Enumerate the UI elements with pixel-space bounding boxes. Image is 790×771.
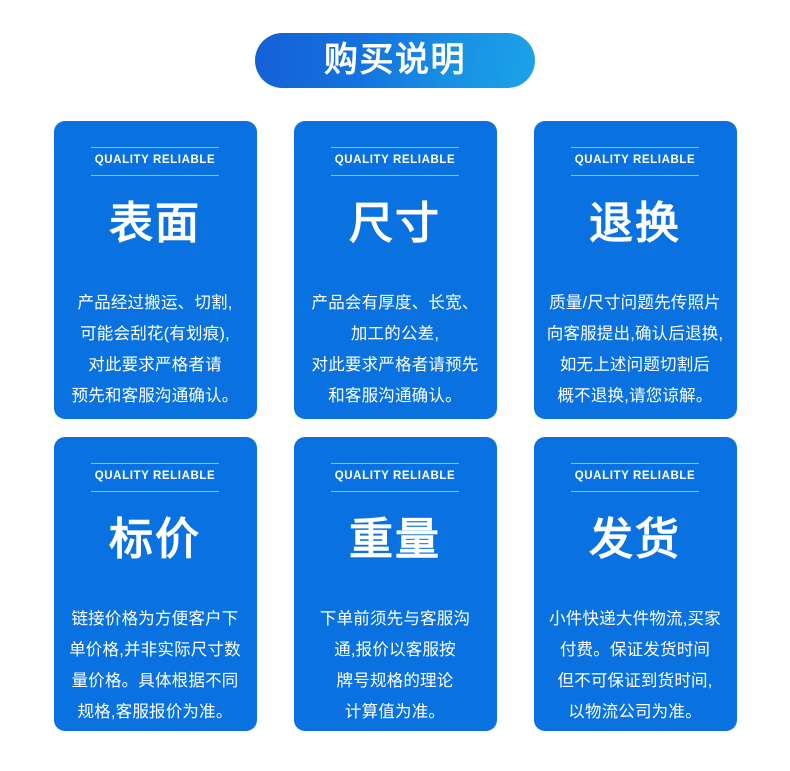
rule-line-bottom [331,174,459,176]
quality-label: QUALITY RELIABLE [334,470,456,482]
quality-label: QUALITY RELIABLE [574,154,696,166]
page-title: 购买说明 [324,40,466,79]
rule-line-top [331,463,459,464]
rule-line-top [571,463,699,464]
info-card-price: QUALITY RELIABLE 标价 链接价格为方便客户下 单价格,并非实际尺… [53,437,257,731]
card-title: 尺寸 [349,198,441,248]
info-card-surface: QUALITY RELIABLE 表面 产品经过搬运、切割, 可能会刮花(有划痕… [53,121,257,419]
quality-label: QUALITY RELIABLE [334,154,456,166]
quality-badge: QUALITY RELIABLE [91,463,219,492]
quality-label: QUALITY RELIABLE [94,470,216,482]
card-title: 重量 [349,514,441,564]
info-card-return: QUALITY RELIABLE 退换 质量/尺寸问题先传照片 向客服提出,确认… [533,121,737,419]
rule-line-top [331,147,459,148]
quality-label: QUALITY RELIABLE [94,154,216,166]
page-header: 购买说明 [0,0,790,121]
card-body-text: 产品经过搬运、切割, 可能会刮花(有划痕), 对此要求严格者请 预先和客服沟通确… [71,293,239,405]
quality-badge: QUALITY RELIABLE [331,463,459,492]
info-card-weight: QUALITY RELIABLE 重量 下单前须先与客服沟 通,报价以客服按 牌… [293,437,497,731]
rule-line-bottom [91,490,219,492]
rule-line-top [91,147,219,148]
info-card-shipping: QUALITY RELIABLE 发货 小件快递大件物流,买家 付费。保证发货时… [533,437,737,731]
card-body-text: 下单前须先与客服沟 通,报价以客服按 牌号规格的理论 计算值为准。 [319,609,471,721]
quality-badge: QUALITY RELIABLE [571,147,699,176]
card-title: 标价 [109,514,201,564]
card-title: 表面 [109,198,201,248]
page-title-pill: 购买说明 [255,33,535,88]
card-body-text: 小件快递大件物流,买家 付费。保证发货时间 但不可保证到货时间, 以物流公司为准… [549,609,721,721]
info-card-grid: QUALITY RELIABLE 表面 产品经过搬运、切割, 可能会刮花(有划痕… [0,121,790,735]
rule-line-top [91,463,219,464]
info-card-dimension: QUALITY RELIABLE 尺寸 产品会有厚度、长宽、 加工的公差, 对此… [293,121,497,419]
card-body-text: 质量/尺寸问题先传照片 向客服提出,确认后退换, 如无上述问题切割后 概不退换,… [546,293,724,405]
card-body-text: 链接价格为方便客户下 单价格,并非实际尺寸数 量价格。具体根据不同 规格,客服报… [69,609,241,721]
rule-line-bottom [331,490,459,492]
card-body-text: 产品会有厚度、长宽、 加工的公差, 对此要求严格者请预先 和客服沟通确认。 [311,293,479,405]
rule-line-bottom [571,490,699,492]
quality-badge: QUALITY RELIABLE [91,147,219,176]
quality-label: QUALITY RELIABLE [574,470,696,482]
rule-line-bottom [571,174,699,176]
quality-badge: QUALITY RELIABLE [571,463,699,492]
quality-badge: QUALITY RELIABLE [331,147,459,176]
rule-line-top [571,147,699,148]
card-title: 退换 [589,198,681,248]
rule-line-bottom [91,174,219,176]
card-title: 发货 [589,514,681,564]
